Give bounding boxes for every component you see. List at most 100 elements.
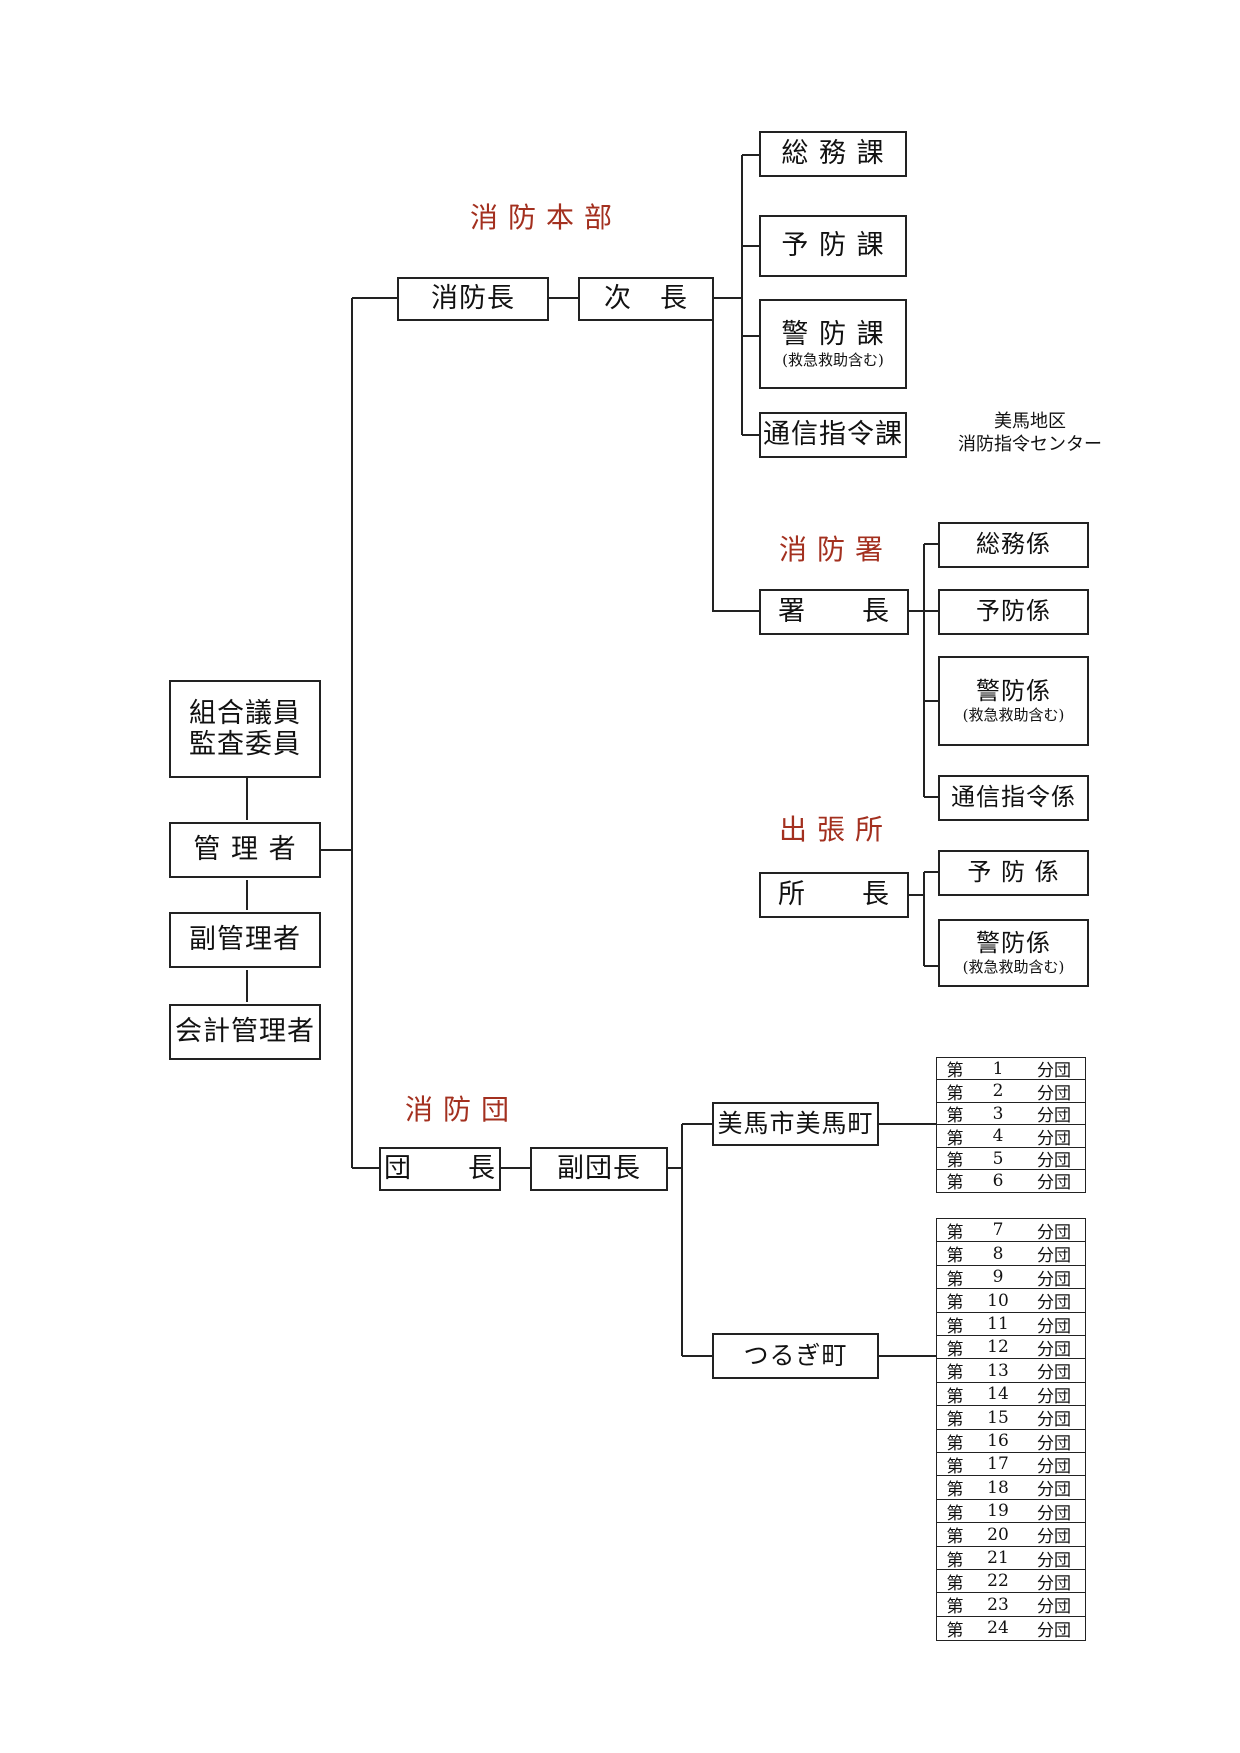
area-tsurugi-label: つるぎ町 (743, 1340, 848, 1370)
station-guard-unit-box: 警防係 (救急救助含む) (938, 656, 1089, 746)
station-guard-unit-note: (救急救助含む) (962, 706, 1065, 725)
fire-chief-label: 消防長 (431, 283, 515, 315)
branch-prevention-unit-box: 予 防 係 (938, 850, 1089, 896)
guard-section-note: (救急救助含む) (782, 350, 884, 369)
unit-suffix: 分団 (1037, 1061, 1071, 1082)
unit-number: 14 (987, 1384, 1009, 1405)
unit-number: 18 (987, 1477, 1009, 1498)
branch-guard-unit-label: 警防係 (976, 928, 1051, 957)
unit-prefix: 第 (946, 1128, 964, 1149)
unit-number: 15 (987, 1407, 1009, 1428)
unit-number: 6 (992, 1170, 1004, 1191)
unit-suffix: 分団 (1037, 1527, 1071, 1548)
unit-number: 5 (992, 1148, 1004, 1169)
comm-section-label: 通信指令課 (763, 419, 903, 451)
corps-vice-chief-box: 副団長 (530, 1147, 668, 1191)
unit-suffix: 分団 (1037, 1246, 1071, 1267)
station-general-unit-label: 総務係 (976, 530, 1051, 559)
unit-number: 7 (992, 1220, 1004, 1241)
unit-suffix: 分団 (1037, 1433, 1071, 1454)
unit-suffix: 分団 (1037, 1620, 1071, 1641)
unit-suffix: 分団 (1037, 1106, 1071, 1127)
unit-number: 9 (992, 1267, 1004, 1288)
unit-suffix: 分団 (1037, 1269, 1071, 1290)
unit-prefix: 第 (946, 1061, 964, 1082)
accountant-label: 会計管理者 (175, 1016, 315, 1048)
unit-number: 21 (987, 1548, 1009, 1569)
unit-prefix: 第 (946, 1503, 964, 1524)
corps-unit-row: 第 3 分団 (936, 1101, 1086, 1127)
unit-number: 11 (987, 1314, 1009, 1335)
guard-section-label: 警 防 課 (781, 318, 885, 350)
branch-guard-unit-box: 警防係 (救急救助含む) (938, 919, 1089, 987)
unit-prefix: 第 (946, 1573, 964, 1594)
station-general-unit-box: 総務係 (938, 522, 1089, 568)
unit-number: 13 (987, 1360, 1009, 1381)
station-prevention-unit-box: 予防係 (938, 589, 1089, 635)
dan-title: 消防団 (405, 1093, 520, 1126)
unit-prefix: 第 (946, 1410, 964, 1431)
corps-unit-row: 第 10 分団 (936, 1288, 1086, 1313)
unit-prefix: 第 (946, 1386, 964, 1407)
area-tsurugi-box: つるぎ町 (712, 1333, 879, 1379)
unit-prefix: 第 (946, 1456, 964, 1477)
unit-suffix: 分団 (1037, 1597, 1071, 1618)
station-chief-label: 署 長 (778, 596, 890, 628)
unit-prefix: 第 (946, 1173, 964, 1194)
unit-prefix: 第 (946, 1106, 964, 1127)
guard-section-box: 警 防 課 (救急救助含む) (759, 299, 907, 389)
deputy-chief-box: 次 長 (578, 277, 714, 321)
station-chief-box: 署 長 (759, 589, 909, 635)
station-comm-unit-box: 通信指令係 (938, 775, 1089, 821)
audit-committee-label: 監査委員 (189, 729, 301, 760)
unit-suffix: 分団 (1037, 1339, 1071, 1360)
station-comm-unit-label: 通信指令係 (951, 783, 1076, 812)
manager-box: 管 理 者 (169, 822, 321, 878)
unit-number: 20 (987, 1524, 1009, 1545)
manager-label: 管 理 者 (193, 834, 297, 866)
area-mima-label: 美馬市美馬町 (717, 1108, 874, 1138)
unit-number: 10 (987, 1290, 1009, 1311)
branch-prevention-unit-label: 予 防 係 (967, 858, 1060, 887)
station-guard-unit-label: 警防係 (976, 676, 1051, 705)
unit-number: 4 (992, 1126, 1004, 1147)
comm-center-line1: 美馬地区 (994, 411, 1066, 432)
unit-prefix: 第 (946, 1316, 964, 1337)
unit-prefix: 第 (946, 1339, 964, 1360)
unit-suffix: 分団 (1037, 1456, 1071, 1477)
unit-suffix: 分団 (1037, 1293, 1071, 1314)
fire-chief-box: 消防長 (397, 277, 549, 321)
unit-suffix: 分団 (1037, 1316, 1071, 1337)
branch-title: 出張所 (779, 813, 894, 846)
corps-chief-label: 団 長 (384, 1153, 496, 1185)
unit-suffix: 分団 (1037, 1083, 1071, 1104)
branch-guard-unit-note: (救急救助含む) (962, 958, 1065, 977)
council-audit-box: 組合議員 監査委員 (169, 680, 321, 778)
unit-number: 22 (987, 1571, 1009, 1592)
unit-prefix: 第 (946, 1433, 964, 1454)
unit-prefix: 第 (946, 1269, 964, 1290)
corps-unit-row: 第 4 分団 (936, 1124, 1086, 1149)
corps-chief-box: 団 長 (379, 1147, 501, 1191)
comm-center-line2: 消防指令センター (958, 434, 1102, 456)
unit-prefix: 第 (946, 1550, 964, 1571)
unit-prefix: 第 (946, 1222, 964, 1243)
unit-prefix: 第 (946, 1293, 964, 1314)
unit-suffix: 分団 (1037, 1410, 1071, 1431)
unit-number: 3 (992, 1103, 1004, 1124)
unit-suffix: 分団 (1037, 1151, 1071, 1172)
unit-prefix: 第 (946, 1363, 964, 1384)
unit-suffix: 分団 (1037, 1128, 1071, 1149)
